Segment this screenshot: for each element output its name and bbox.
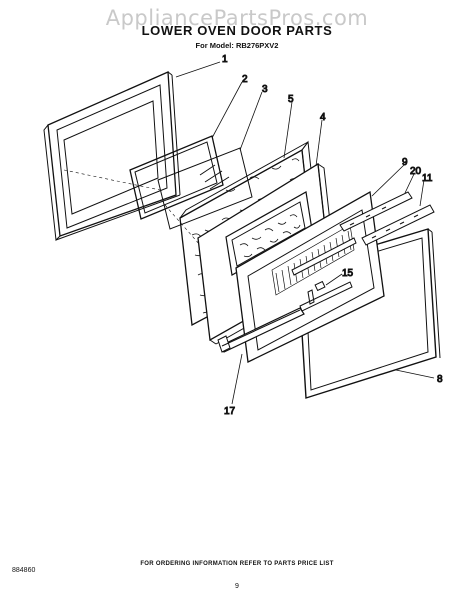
- part-9-outer-glass: [235, 190, 385, 363]
- callout-8: 8: [437, 374, 443, 385]
- part-20-top-strip: [339, 191, 413, 232]
- callout-2: 2: [242, 74, 248, 85]
- part-15-strips: [291, 237, 357, 312]
- part-17-bottom-channel: [217, 307, 305, 353]
- part-1-outer-door-frame: [43, 71, 181, 242]
- callouts: 1 2 3 5 4 9 20 11 15 8 17: [222, 54, 444, 418]
- callout-11: 11: [422, 173, 433, 184]
- callout-1: 1: [222, 54, 228, 65]
- ordering-info: FOR ORDERING INFORMATION REFER TO PARTS …: [140, 561, 334, 567]
- part-2-gasket: [129, 135, 224, 220]
- part-3-glass: [157, 147, 253, 230]
- callout-9: 9: [402, 157, 408, 168]
- callout-3: 3: [262, 84, 268, 95]
- callout-5: 5: [288, 94, 294, 105]
- callout-15: 15: [342, 268, 354, 279]
- part-11-vent-trim: [361, 204, 435, 246]
- callout-17: 17: [224, 406, 236, 417]
- model-label: For Model: RB276PXV2: [195, 41, 279, 50]
- projection-lines: [63, 169, 201, 246]
- page-number: 9: [235, 583, 239, 590]
- watermark: AppliancePartsPros.com: [105, 6, 369, 30]
- leader-lines: [175, 61, 435, 405]
- callout-20: 20: [410, 166, 422, 177]
- callout-4: 4: [320, 112, 326, 123]
- page-title: LOWER OVEN DOOR PARTS: [141, 23, 333, 38]
- part-8-door-trim: [297, 228, 441, 399]
- document-number: 884860: [12, 567, 36, 574]
